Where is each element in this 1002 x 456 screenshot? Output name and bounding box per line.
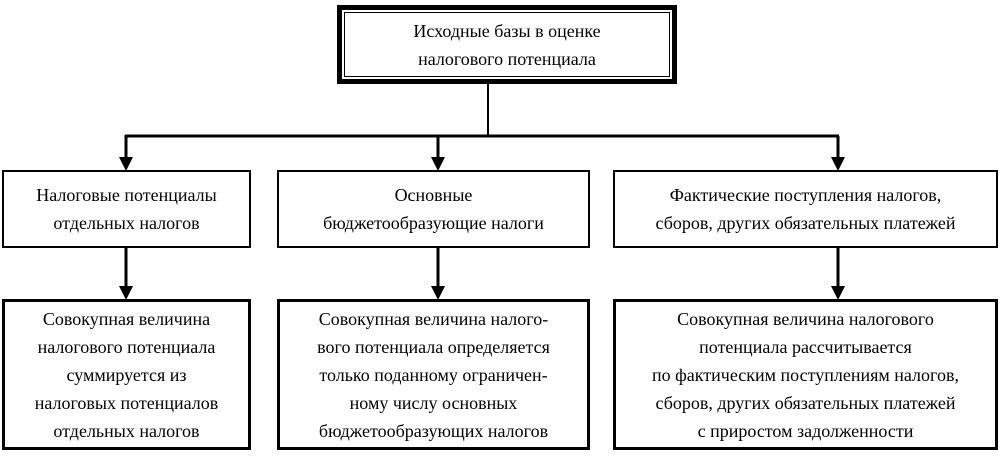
branch-2-method-box: Совокупная величина налого- вого потенци… [277, 299, 590, 450]
branch-2-base-label: Основные бюджетообразующие налоги [323, 185, 544, 233]
arrow-down-icon [831, 286, 845, 300]
branch-3-base-box: Фактические поступления налогов, сборов,… [613, 170, 998, 248]
arrow-down-icon [831, 157, 845, 171]
arrow-down-icon [119, 286, 133, 300]
arrow-down-icon [431, 157, 445, 171]
branch-1-method-label: Совокупная величина налогового потенциал… [34, 308, 219, 441]
branch-3-method-label: Совокупная величина налогового потенциал… [652, 308, 959, 441]
root-box-inner-border: Исходные базы в оценке налогового потенц… [344, 12, 670, 77]
branch-1-method-box: Совокупная величина налогового потенциал… [2, 299, 251, 450]
branch-1-base-box: Налоговые потенциалы отдельных налогов [2, 170, 251, 248]
branch-2-method-label: Совокупная величина налого- вого потенци… [317, 308, 550, 441]
branch-2-base-box: Основные бюджетообразующие налоги [277, 170, 590, 248]
root-box: Исходные базы в оценке налогового потенц… [337, 5, 677, 84]
arrow-down-icon [431, 286, 445, 300]
root-box-label: Исходные базы в оценке налогового потенц… [413, 20, 601, 69]
branch-1-base-label: Налоговые потенциалы отдельных налогов [36, 185, 217, 233]
branch-3-method-box: Совокупная величина налогового потенциал… [613, 299, 998, 450]
branch-3-base-label: Фактические поступления налогов, сборов,… [655, 185, 956, 233]
arrow-down-icon [119, 157, 133, 171]
